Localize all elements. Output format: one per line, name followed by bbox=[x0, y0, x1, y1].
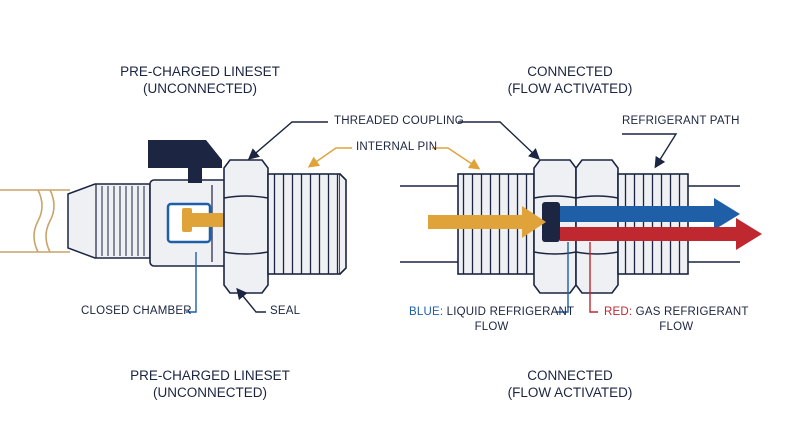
blue-flow-prefix: BLUE: bbox=[409, 306, 444, 318]
refrigerant-path-label: REFRIGERANT PATH bbox=[622, 115, 740, 127]
hose-nut bbox=[67, 183, 151, 259]
inflow-arrow bbox=[428, 206, 546, 238]
red-flow-text-line1: GAS REFRIGERANT bbox=[632, 306, 749, 318]
left-title-bottom: PRE-CHARGED LINESET (UNCONNECTED) bbox=[110, 367, 310, 401]
left-title-top-line2: (UNCONNECTED) bbox=[143, 81, 257, 96]
threaded-section-left bbox=[267, 173, 347, 275]
blue-flow-label: BLUE: LIQUID REFRIGERANT FLOW bbox=[409, 305, 574, 335]
leader-blue-flow bbox=[556, 242, 569, 313]
left-title-bottom-line2: (UNCONNECTED) bbox=[153, 385, 267, 400]
right-title-bottom-line2: (FLOW ACTIVATED) bbox=[507, 385, 633, 400]
seal-block bbox=[542, 202, 560, 242]
hex-nut-left bbox=[223, 159, 269, 294]
lineset-hose bbox=[0, 189, 70, 253]
left-title-top: PRE-CHARGED LINESET (UNCONNECTED) bbox=[100, 63, 300, 97]
leader-threaded-coupling-left bbox=[247, 121, 328, 160]
closed-chamber-label: CLOSED CHAMBER bbox=[81, 305, 192, 317]
left-title-bottom-line1: PRE-CHARGED LINESET bbox=[130, 368, 290, 383]
leader-red-flow bbox=[589, 242, 598, 313]
leader-internal-pin-right bbox=[432, 147, 481, 170]
hex-nut-right-b bbox=[575, 159, 619, 294]
left-title-top-line1: PRE-CHARGED LINESET bbox=[120, 64, 280, 79]
right-assembly bbox=[400, 159, 762, 294]
leader-lines bbox=[186, 121, 678, 313]
leader-internal-pin-left bbox=[307, 147, 352, 168]
right-title-top: CONNECTED (FLOW ACTIVATED) bbox=[490, 63, 650, 97]
leader-seal bbox=[236, 287, 266, 313]
seal-label: SEAL bbox=[270, 305, 301, 317]
liquid-flow-arrow bbox=[560, 198, 740, 230]
valve-handle-icon bbox=[148, 140, 222, 183]
right-title-top-line1: CONNECTED bbox=[527, 64, 613, 79]
leader-threaded-coupling-right bbox=[458, 121, 541, 160]
gas-flow-arrow bbox=[560, 218, 762, 250]
red-flow-label: RED: GAS REFRIGERANT FLOW bbox=[604, 305, 749, 335]
internal-pin-label: INTERNAL PIN bbox=[356, 141, 438, 153]
blue-flow-text-line2: FLOW bbox=[474, 321, 509, 333]
red-flow-prefix: RED: bbox=[604, 306, 633, 318]
right-title-bottom: CONNECTED (FLOW ACTIVATED) bbox=[490, 367, 650, 401]
left-assembly bbox=[0, 140, 347, 294]
right-title-top-line2: (FLOW ACTIVATED) bbox=[507, 81, 633, 96]
leader-closed-chamber bbox=[186, 252, 197, 313]
right-title-bottom-line1: CONNECTED bbox=[527, 368, 613, 383]
blue-flow-text-line1: LIQUID REFRIGERANT bbox=[443, 306, 575, 318]
leader-refrigerant-path bbox=[622, 133, 678, 169]
red-flow-text-line2: FLOW bbox=[659, 321, 694, 333]
threaded-section-right-b bbox=[617, 173, 689, 275]
threaded-coupling-label: THREADED COUPLING bbox=[334, 115, 464, 127]
